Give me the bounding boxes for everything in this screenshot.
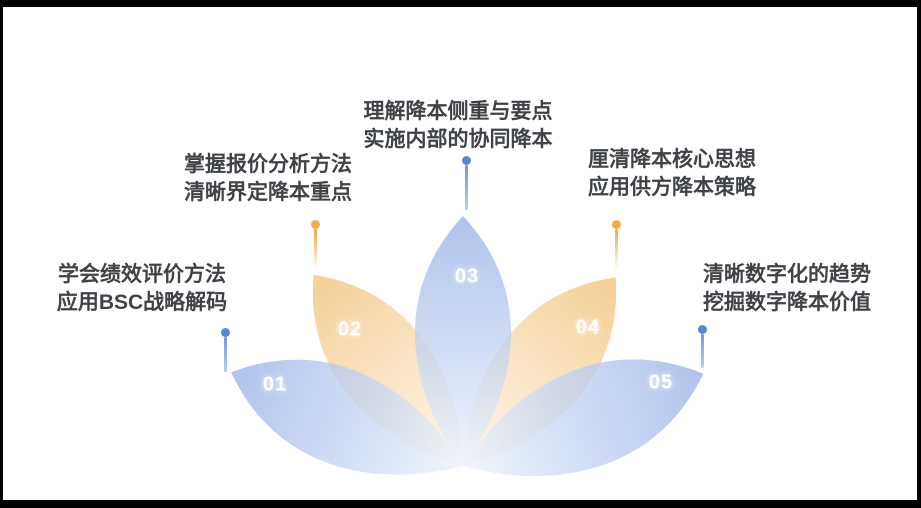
petal-number-05: 05 bbox=[648, 371, 674, 394]
petal-number-03: 03 bbox=[454, 265, 480, 288]
lotus-flower-graphic bbox=[213, 216, 722, 500]
connector-line-02 bbox=[314, 229, 317, 270]
label-line: 掌握报价分析方法 bbox=[184, 153, 352, 176]
petal-number-01: 01 bbox=[262, 373, 288, 396]
label-line: 厘清降本核心思想 bbox=[588, 148, 756, 171]
connector-petal-01 bbox=[221, 328, 230, 372]
label-petal-05: 清晰数字化的趋势 挖掘数字降本价值 bbox=[703, 261, 871, 317]
connector-line-01 bbox=[224, 337, 227, 372]
connector-dot-04 bbox=[612, 220, 621, 229]
connector-petal-05 bbox=[698, 325, 707, 368]
label-petal-02: 掌握报价分析方法 清晰界定降本重点 bbox=[184, 151, 352, 207]
connector-line-05 bbox=[701, 334, 704, 368]
connector-petal-04 bbox=[612, 220, 621, 270]
label-line: 清晰界定降本重点 bbox=[184, 181, 352, 204]
label-line: 实施内部的协同降本 bbox=[363, 128, 553, 151]
label-line: 清晰数字化的趋势 bbox=[703, 263, 871, 286]
connector-line-03 bbox=[465, 165, 468, 210]
petal-number-02: 02 bbox=[337, 318, 363, 341]
label-line: 学会绩效评价方法 bbox=[58, 263, 226, 286]
connector-dot-05 bbox=[698, 325, 707, 334]
label-petal-03: 理解降本侧重与要点 实施内部的协同降本 bbox=[364, 98, 553, 154]
connector-petal-02 bbox=[311, 220, 320, 270]
petal-number-04: 04 bbox=[575, 316, 601, 339]
connector-line-04 bbox=[615, 229, 618, 270]
connector-dot-02 bbox=[311, 220, 320, 229]
lotus-diagram: 01 02 03 04 05 学会绩效评价方法 应用BSC战略解码 bbox=[3, 7, 917, 500]
label-line: 应用BSC战略解码 bbox=[56, 291, 228, 314]
label-petal-04: 厘清降本核心思想 应用供方降本策略 bbox=[588, 146, 756, 202]
label-line: 理解降本侧重与要点 bbox=[363, 100, 553, 123]
connector-petal-03 bbox=[462, 156, 471, 210]
label-line: 应用供方降本策略 bbox=[588, 176, 756, 199]
label-line: 挖掘数字降本价值 bbox=[703, 291, 871, 314]
connector-dot-03 bbox=[462, 156, 471, 165]
connector-dot-01 bbox=[221, 328, 230, 337]
label-petal-01: 学会绩效评价方法 应用BSC战略解码 bbox=[57, 261, 227, 317]
